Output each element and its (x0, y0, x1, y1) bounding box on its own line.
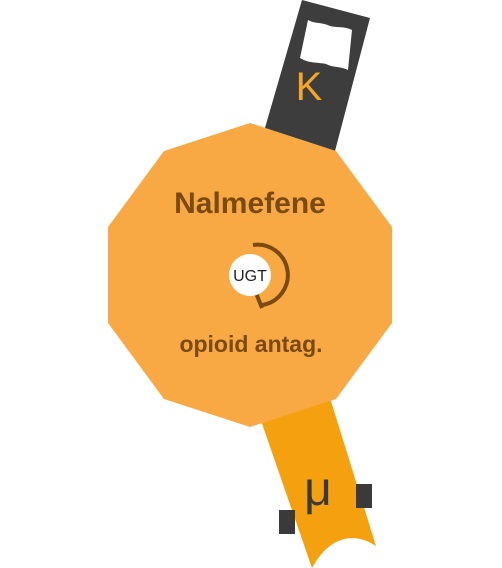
drug-name: Nalmefene (174, 187, 326, 220)
mu-receptor-tab-left (279, 510, 295, 534)
mu-receptor: μ (258, 398, 376, 568)
kappa-receptor-torn-end (300, 20, 352, 70)
mu-symbol: μ (304, 463, 332, 516)
ugt-marker: UGT (229, 242, 290, 309)
mu-receptor-tab-right (356, 484, 372, 508)
ugt-ring-arc (252, 242, 290, 307)
drug-class-label: opioid antag. (179, 331, 322, 357)
ugt-circle (229, 254, 271, 296)
kappa-receptor: K (258, 0, 370, 170)
mu-receptor-body (258, 398, 376, 568)
ugt-label: UGT (233, 268, 267, 285)
kappa-symbol: K (296, 65, 323, 109)
